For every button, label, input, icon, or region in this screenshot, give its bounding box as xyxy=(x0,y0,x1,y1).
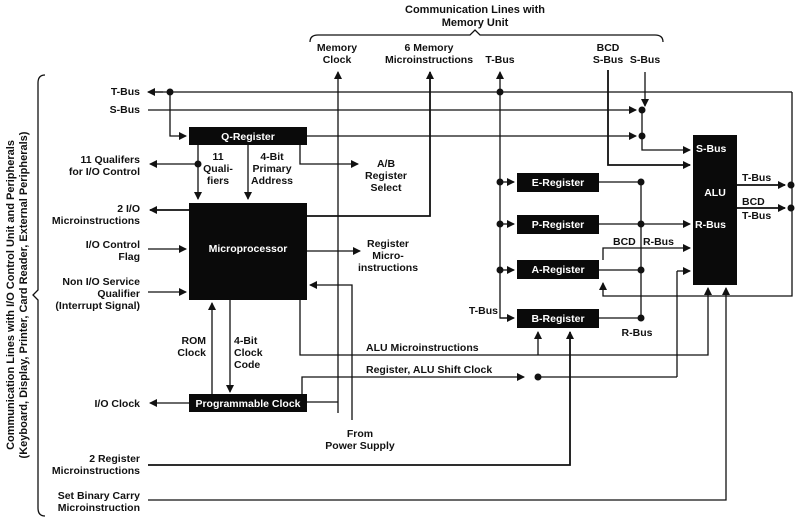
register-micro-bus xyxy=(148,331,574,466)
top-bcd-s-bus-label: S-Bus xyxy=(593,54,623,66)
ab-select-label-2: Register xyxy=(365,170,407,182)
e-register-label: E-Register xyxy=(532,177,585,189)
primary-address-label-2: Primary xyxy=(252,163,291,175)
alu-bcd-junction xyxy=(787,204,795,212)
io-micro-label-2: Microinstructions xyxy=(52,215,140,227)
programmable-clock-block xyxy=(189,394,307,412)
set-binary-carry-label-2: Microinstruction xyxy=(58,502,140,514)
power-supply-label-2: Power Supply xyxy=(325,440,395,452)
alu-s-bus-label: S-Bus xyxy=(696,143,726,155)
register-micro-label-2: Micro- xyxy=(372,250,404,262)
p-junction xyxy=(496,220,504,228)
p-register-block xyxy=(517,215,599,234)
register-micro-label-1: 2 Register xyxy=(89,453,140,465)
primary-address-label-1: 4-Bit xyxy=(260,151,284,163)
io-clock-label: I/O Clock xyxy=(94,398,140,410)
top-group-title-line1: Communication Lines with xyxy=(405,4,545,16)
non-io-service-label-3: (Interrupt Signal) xyxy=(55,300,140,312)
primary-address-label-3: Address xyxy=(251,175,293,187)
top-bcd-label: BCD xyxy=(597,42,620,54)
clock-code-label-2: Clock xyxy=(234,347,263,359)
left-group-title-line2: (Keyboard, Display, Printer, Card Reader… xyxy=(18,131,30,458)
shift-clock-label: Register, ALU Shift Clock xyxy=(366,364,492,376)
bcd-label: BCD xyxy=(613,236,636,248)
t-bus-left-label: T-Bus xyxy=(469,305,498,317)
bcd-r-bus-line xyxy=(602,244,691,260)
top-group-title-line2: Memory Unit xyxy=(442,17,509,29)
r-bus-label: R-Bus xyxy=(643,236,674,248)
qualifiers-label-2: Quali- xyxy=(203,163,233,175)
r-bus-junction-a xyxy=(637,266,645,274)
power-supply-label-1: From xyxy=(347,428,373,440)
io-control-flag-label-2: Flag xyxy=(118,251,140,263)
qualifiers-label-3: fiers xyxy=(207,175,229,187)
rom-clock-label-2: Clock xyxy=(177,347,206,359)
e-junction xyxy=(496,178,504,186)
q-register-block xyxy=(189,127,307,145)
left-group-title-line1: Communication Lines with I/O Control Uni… xyxy=(5,140,17,450)
a-register-label: A-Register xyxy=(531,264,584,276)
qualifiers-label-1: 11 xyxy=(212,151,223,163)
non-io-service-label-1: Non I/O Service xyxy=(62,276,140,288)
b-register-block xyxy=(517,309,599,328)
clock-code-label-3: Code xyxy=(234,359,260,371)
alu-block xyxy=(693,135,737,285)
bcd-s-bus-to-alu xyxy=(607,70,691,169)
b-register-label: B-Register xyxy=(531,313,584,325)
top-s-bus-label: S-Bus xyxy=(630,54,660,66)
set-binary-carry-label-1: Set Binary Carry xyxy=(58,490,140,502)
qualifiers-io-label-1: 11 Qualifers xyxy=(80,154,140,166)
microprocessor-block xyxy=(189,203,307,300)
set-binary-carry-line xyxy=(148,287,730,501)
alu-out-bcd-label: BCD xyxy=(742,196,765,208)
t-bus-to-q xyxy=(169,92,187,140)
ab-select-label-1: A/B xyxy=(377,158,396,170)
p-register-label: P-Register xyxy=(532,219,585,231)
register-micro-label-1: Register xyxy=(367,238,409,250)
register-micro-label-3: instructions xyxy=(358,262,418,274)
alu-micro-label: ALU Microinstructions xyxy=(366,342,479,354)
rom-clock-label-1: ROM xyxy=(182,335,207,347)
register-micro-label-2: Microinstructions xyxy=(52,465,140,477)
non-io-service-label-2: Qualifier xyxy=(97,288,140,300)
alu-t-bus-junction xyxy=(787,181,795,189)
r-bus-junction-p xyxy=(637,220,645,228)
a-register-block xyxy=(517,260,599,279)
r-bus-bottom-label: R-Bus xyxy=(622,327,653,339)
r-bus-junction-e xyxy=(637,178,645,186)
programmable-clock-label: Programmable Clock xyxy=(195,398,300,410)
t-bus-vertical xyxy=(499,92,513,319)
s-bus-to-alu xyxy=(641,110,691,154)
top-t-bus-label: T-Bus xyxy=(485,54,514,66)
power-supply-line xyxy=(309,281,353,420)
top-brace xyxy=(309,29,664,43)
shift-clock-line xyxy=(301,373,525,394)
left-s-bus-label: S-Bus xyxy=(110,104,140,116)
alu-label: ALU xyxy=(704,187,726,199)
r-bus-junction-b xyxy=(637,314,645,322)
memory-clock-label-1: Memory xyxy=(317,42,357,54)
clock-code-label-1: 4-Bit xyxy=(234,335,258,347)
qualifiers-io-label-2: for I/O Control xyxy=(69,166,140,178)
q-register-label: Q-Register xyxy=(221,131,275,143)
microprocessor-label: Microprocessor xyxy=(209,243,288,255)
memory-micro-line xyxy=(307,71,434,217)
left-brace xyxy=(32,74,46,517)
ab-select-label-3: Select xyxy=(371,182,402,194)
ab-select-arrow xyxy=(299,145,359,168)
io-micro-label-1: 2 I/O xyxy=(117,203,140,215)
alu-r-bus-label: R-Bus xyxy=(695,219,726,231)
alu-micro-line xyxy=(299,287,712,356)
a-junction xyxy=(496,266,504,274)
io-control-flag-label-1: I/O Control xyxy=(86,239,140,251)
left-t-bus-label: T-Bus xyxy=(111,86,140,98)
memory-clock-label-2: Clock xyxy=(323,54,352,66)
alu-feedback-to-a xyxy=(599,92,793,297)
alu-out-bcd-t-bus-label: T-Bus xyxy=(742,210,771,222)
memory-micro-label-1: 6 Memory xyxy=(404,42,453,54)
memory-micro-label-2: Microinstructions xyxy=(385,54,473,66)
e-register-block xyxy=(517,173,599,192)
alu-out-t-bus-label: T-Bus xyxy=(742,172,771,184)
